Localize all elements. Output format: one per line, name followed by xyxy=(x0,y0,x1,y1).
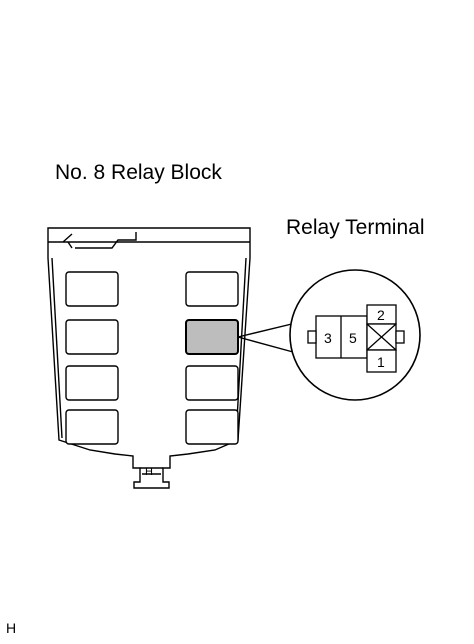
relay-connector xyxy=(307,304,405,373)
connector-tab-inner xyxy=(140,467,163,475)
connector-lock-right xyxy=(395,330,405,344)
terminal-1-box xyxy=(366,349,397,373)
housing-latch-line xyxy=(62,232,137,249)
callout-pointer xyxy=(237,321,301,353)
relay-slot xyxy=(65,271,119,307)
connector-lock-left xyxy=(307,330,317,344)
terminal-1-label: 1 xyxy=(377,354,385,370)
relay-slot xyxy=(185,271,239,307)
relay-block-title: No. 8 Relay Block xyxy=(55,161,222,184)
relay-slot xyxy=(185,409,239,445)
terminal-2-label: 2 xyxy=(377,307,385,323)
housing-inner-edge-right xyxy=(235,257,247,439)
terminal-3-label: 3 xyxy=(324,330,332,346)
highlighted-relay-slot xyxy=(185,319,239,355)
relay-slot xyxy=(65,365,119,401)
terminal-5-label: 5 xyxy=(349,330,357,346)
housing-inner-edge-left xyxy=(51,257,63,439)
relay-slot xyxy=(185,365,239,401)
relay-block-housing xyxy=(47,227,251,489)
relay-slots-left xyxy=(65,271,119,445)
housing-outline xyxy=(47,227,251,489)
relay-terminal-title: Relay Terminal xyxy=(286,216,425,239)
relay-slot xyxy=(65,319,119,355)
bottom-mark-h: H xyxy=(145,466,153,478)
relay-slot xyxy=(65,409,119,445)
corner-code: H xyxy=(6,620,17,636)
relay-slots-right xyxy=(185,271,239,445)
